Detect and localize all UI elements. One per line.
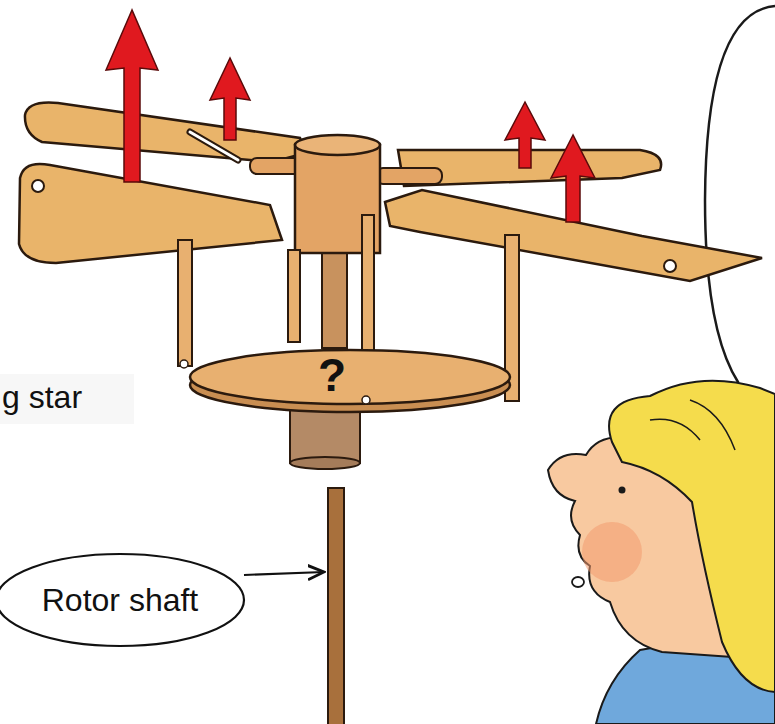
ball-joint bbox=[362, 396, 370, 404]
lift-arrow bbox=[505, 102, 545, 168]
rotor-blade bbox=[25, 103, 306, 163]
pitch-link bbox=[288, 250, 300, 342]
callout-text: Rotor shaft bbox=[0, 552, 246, 648]
blade-hole bbox=[32, 180, 44, 192]
callout-bubble: Rotor shaft bbox=[0, 552, 246, 648]
blade-hole bbox=[664, 260, 676, 272]
boy-eye bbox=[619, 487, 626, 494]
swashplate-collar bbox=[290, 457, 360, 469]
rotor-mast bbox=[322, 248, 347, 348]
speech-bubble bbox=[705, 6, 775, 424]
leader-arrow bbox=[244, 572, 324, 575]
rotor-shaft bbox=[328, 488, 344, 724]
hub-top bbox=[295, 135, 380, 155]
hair-strand bbox=[650, 400, 735, 450]
boy-hair bbox=[609, 381, 775, 692]
pitch-link bbox=[178, 240, 192, 366]
ball-joint bbox=[180, 360, 188, 368]
part-label: g star bbox=[2, 380, 82, 415]
swashplate bbox=[190, 350, 510, 404]
lift-arrow bbox=[210, 58, 250, 140]
boy-cheek bbox=[582, 522, 642, 582]
lift-arrow bbox=[106, 10, 158, 182]
lift-arrow bbox=[551, 135, 595, 222]
question-mark: ? bbox=[318, 350, 346, 401]
rotor-blade bbox=[19, 164, 282, 263]
label-background bbox=[0, 374, 134, 424]
blade-grip bbox=[376, 168, 442, 184]
boy-mouth bbox=[572, 577, 584, 587]
